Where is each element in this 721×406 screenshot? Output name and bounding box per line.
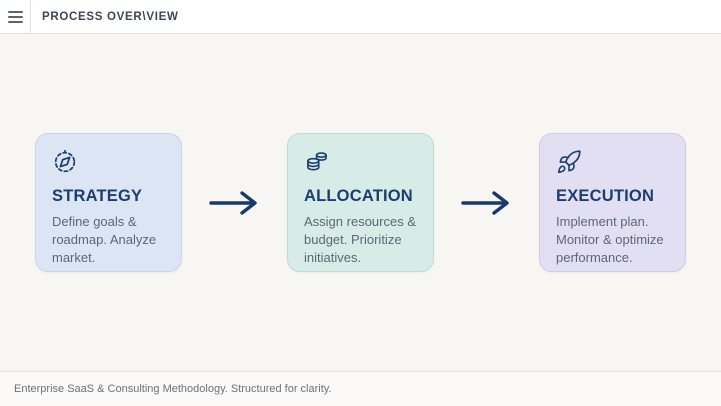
- footer-bar: Enterprise SaaS & Consulting Methodology…: [0, 371, 721, 406]
- coins-icon: [304, 149, 330, 175]
- card-title: STRATEGY: [52, 187, 143, 205]
- arrow-right-icon: [434, 190, 539, 216]
- hamburger-menu-button[interactable]: [0, 0, 31, 33]
- process-canvas: STRATEGY Define goals & roadmap. Analyze…: [0, 34, 721, 371]
- compass-icon: [52, 149, 78, 175]
- card-allocation[interactable]: ALLOCATION Assign resources & budget. Pr…: [287, 133, 434, 272]
- card-description: Define goals & roadmap. Analyze market.: [52, 214, 157, 265]
- top-bar: PROCESS OVER\VIEW: [0, 0, 721, 34]
- hamburger-icon: [7, 10, 23, 23]
- rocket-icon: [556, 149, 582, 175]
- card-description: Implement plan. Monitor & optimize perfo…: [556, 214, 664, 265]
- process-flow: STRATEGY Define goals & roadmap. Analyze…: [35, 133, 686, 272]
- arrow-right-icon: [182, 190, 287, 216]
- page-title: PROCESS OVER\VIEW: [42, 10, 179, 23]
- card-title: ALLOCATION: [304, 187, 413, 205]
- footer-note: Enterprise SaaS & Consulting Methodology…: [14, 383, 332, 395]
- card-strategy[interactable]: STRATEGY Define goals & roadmap. Analyze…: [35, 133, 182, 272]
- card-description: Assign resources & budget. Prioritize in…: [304, 214, 416, 265]
- card-execution[interactable]: EXECUTION Implement plan. Monitor & opti…: [539, 133, 686, 272]
- card-title: EXECUTION: [556, 187, 655, 205]
